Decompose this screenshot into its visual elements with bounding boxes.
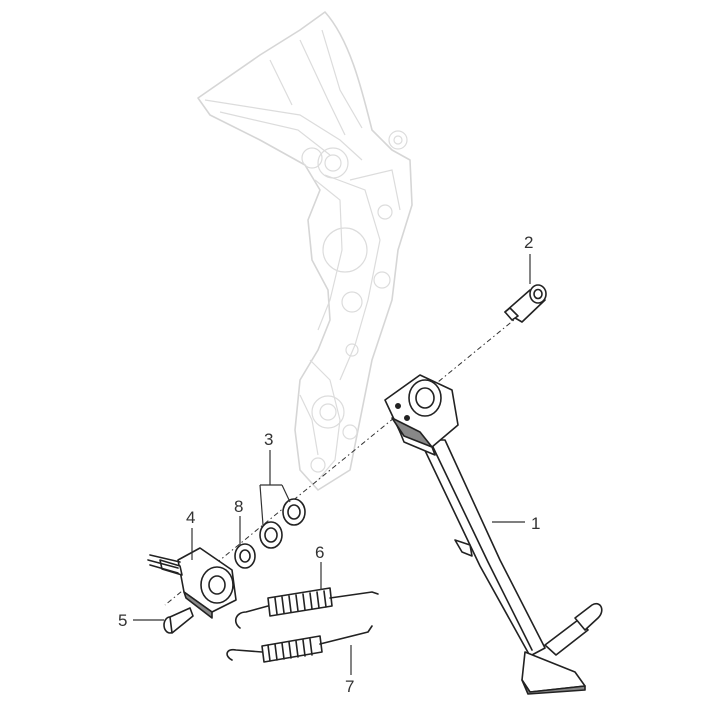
callout-7: 7	[345, 677, 354, 696]
callout-8: 8	[234, 497, 243, 516]
frame-outline	[197, 11, 413, 491]
leader-lines	[133, 254, 531, 675]
callout-4: 4	[186, 508, 195, 527]
leader-3	[259, 450, 291, 526]
side-stand	[384, 374, 603, 695]
washer-pair	[259, 498, 306, 549]
callout-6: 6	[315, 543, 324, 562]
assembly-axis	[164, 314, 521, 606]
callout-2: 2	[524, 233, 533, 252]
spacer-ring	[234, 543, 256, 569]
screw	[163, 607, 194, 634]
callout-3: 3	[264, 430, 273, 449]
lower-spring	[226, 625, 373, 663]
side-stand-switch	[147, 547, 237, 619]
callout-1: 1	[531, 514, 540, 533]
upper-spring	[234, 587, 379, 629]
bolt	[504, 284, 547, 323]
callout-5: 5	[118, 611, 127, 630]
